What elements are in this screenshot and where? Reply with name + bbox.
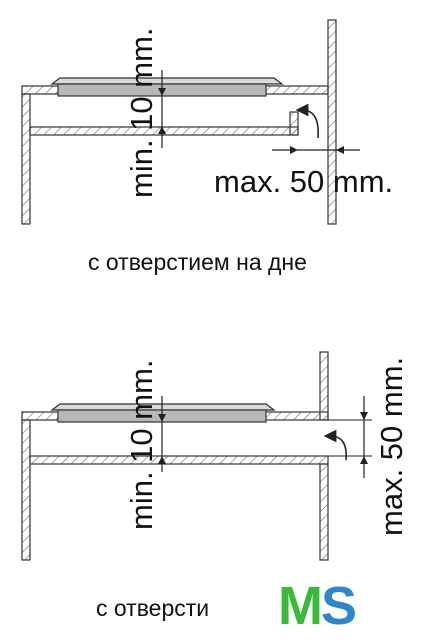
hob xyxy=(50,403,276,411)
min-arrow-bottom xyxy=(158,126,166,134)
shelf-rear-lip xyxy=(289,111,299,136)
top-diagram: min. 10 mm. max. 50 mm. xyxy=(21,19,393,225)
min-arrow-bottom xyxy=(158,456,166,464)
max-arrow-top xyxy=(360,412,368,420)
cabinet-shelf xyxy=(29,455,329,465)
caption-top: с отверстием на дне xyxy=(88,249,307,275)
max-distance-label: max. 50 mm. xyxy=(374,357,409,536)
brand-logo: M S xyxy=(272,576,368,636)
bottom-diagram: min. 10 mm. max. 50 mm. xyxy=(21,351,409,561)
max-arrow-left xyxy=(290,146,298,154)
min-distance-label: min. 10 mm. xyxy=(124,359,159,530)
back-wall-lower xyxy=(319,463,329,561)
max-distance-label: max. 50 mm. xyxy=(214,164,393,199)
back-wall-upper xyxy=(319,351,329,421)
max-arrow-right xyxy=(336,146,344,154)
logo-letter-s: S xyxy=(321,576,357,636)
hob xyxy=(50,77,284,85)
min-distance-label: min. 10 mm. xyxy=(124,27,159,198)
cabinet-side-wall xyxy=(21,419,31,561)
min-arrow-top xyxy=(158,414,166,422)
back-wall xyxy=(327,19,337,225)
cabinet-side-wall xyxy=(21,93,31,225)
logo-letter-m: M xyxy=(278,576,323,636)
max-arrow-bottom xyxy=(360,456,368,464)
airflow-arrow-icon xyxy=(295,103,319,139)
min-arrow-top xyxy=(158,88,166,96)
caption-bottom: с отверсти xyxy=(96,595,209,621)
